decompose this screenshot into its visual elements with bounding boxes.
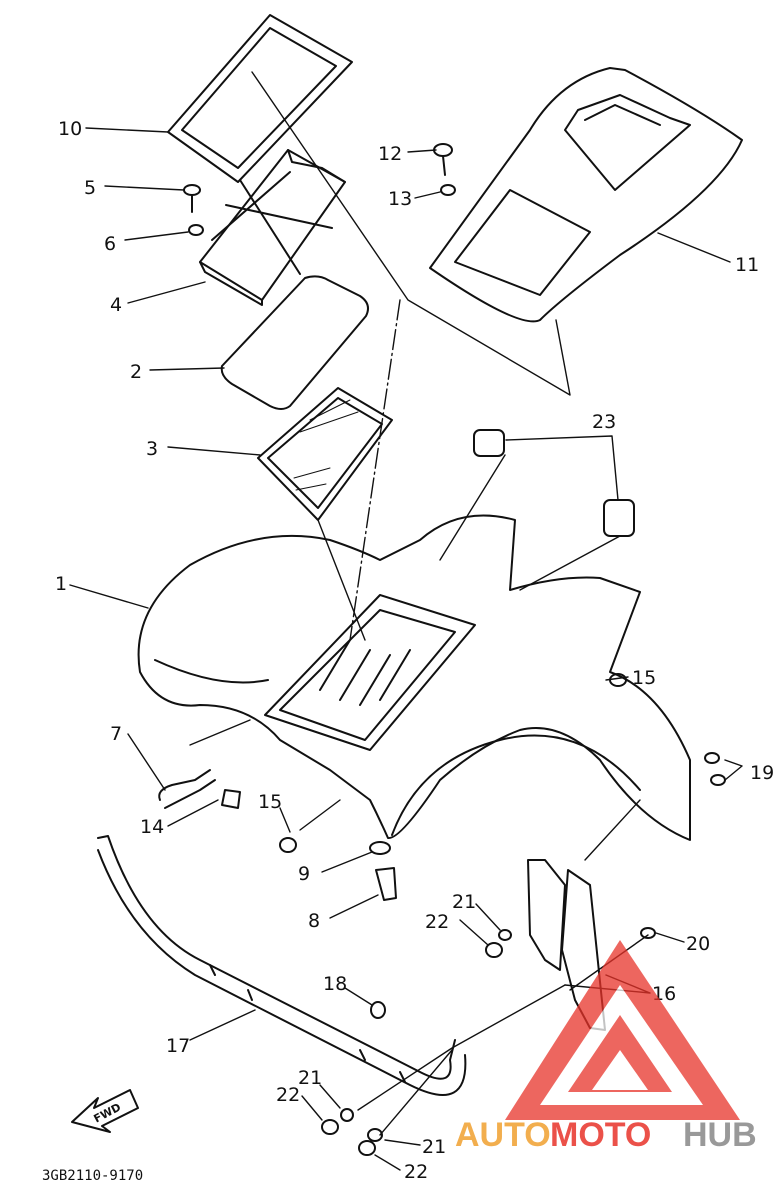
callout-22-bottom-left: 22 <box>276 1084 300 1106</box>
part-7-hose <box>158 769 216 809</box>
watermark-moto: MOTO <box>550 1116 651 1154</box>
callout-10: 10 <box>58 118 82 140</box>
watermark-auto: AUTO <box>455 1116 551 1154</box>
callout-7: 7 <box>110 723 122 745</box>
part-17-bar <box>97 835 467 1096</box>
callout-21-mid: 21 <box>452 891 476 913</box>
callout-14: 14 <box>140 816 164 838</box>
callout-22-bottom-right: 22 <box>404 1161 428 1183</box>
callout-5: 5 <box>84 177 96 199</box>
callout-11: 11 <box>735 254 759 276</box>
callout-12: 12 <box>378 143 402 165</box>
fwd-arrow <box>71 1089 139 1133</box>
callout-13: 13 <box>388 188 412 210</box>
watermark-logo <box>505 940 740 1120</box>
callout-17: 17 <box>166 1035 190 1057</box>
callout-21-bottom-right: 21 <box>422 1136 446 1158</box>
callout-4: 4 <box>110 294 122 316</box>
watermark-text: AUTO MOTO HUB <box>455 1116 757 1154</box>
callout-18: 18 <box>323 973 347 995</box>
callout-22-mid: 22 <box>425 911 449 933</box>
hardware <box>183 143 726 1156</box>
callout-6: 6 <box>104 233 116 255</box>
part-11-cover <box>429 67 743 323</box>
callout-3: 3 <box>146 438 158 460</box>
callout-2: 2 <box>130 361 142 383</box>
callout-21-bottom-left: 21 <box>298 1067 322 1089</box>
part-10-frame <box>167 14 353 183</box>
callout-15-right: 15 <box>632 667 656 689</box>
callout-labels: 10 5 6 4 2 3 1 7 14 15 9 8 12 13 11 23 1… <box>55 118 774 1183</box>
part-1-fender <box>137 514 691 841</box>
part-2-filter <box>220 275 369 410</box>
callout-19: 19 <box>750 762 774 784</box>
callout-9: 9 <box>298 863 310 885</box>
callout-23: 23 <box>592 411 616 433</box>
callout-20: 20 <box>686 933 710 955</box>
part-4-bracket <box>199 149 346 306</box>
drawing-code: 3GB2110-9170 <box>42 1168 143 1184</box>
callout-15-left: 15 <box>258 791 282 813</box>
callout-1: 1 <box>55 573 67 595</box>
callout-8: 8 <box>308 910 320 932</box>
watermark-hub: HUB <box>683 1116 757 1154</box>
